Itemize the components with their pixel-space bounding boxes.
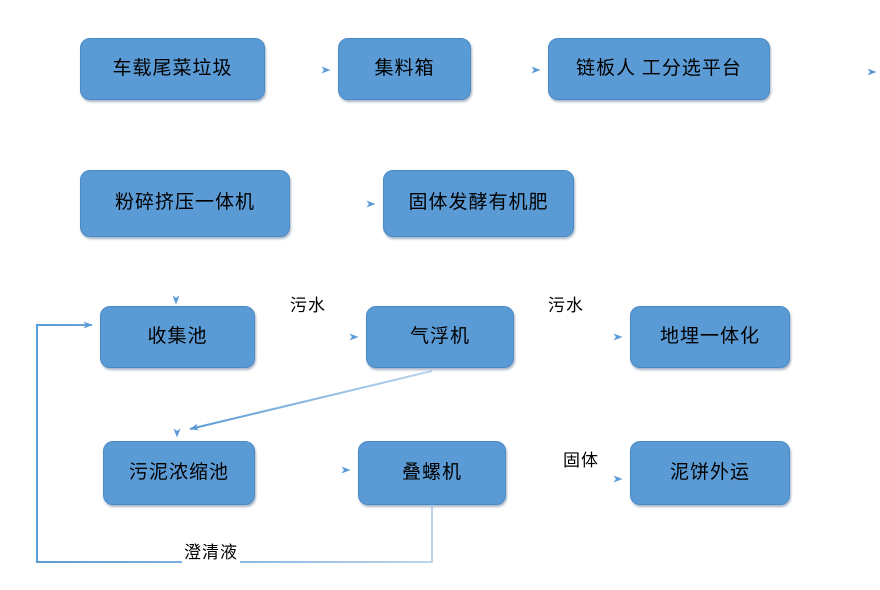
node-label: 固体发酵有机肥 (408, 192, 549, 214)
edge-label-wastewater-1: 污水 (288, 291, 328, 316)
connector-flotation-to-thickener (189, 370, 433, 431)
node-chain-plate-manual-sorting-platform[interactable]: 链板人 工分选平台 (548, 38, 770, 100)
node-air-flotation-machine[interactable]: 气浮机 (366, 306, 514, 368)
node-vehicle-vegetable-waste[interactable]: 车载尾菜垃圾 (80, 38, 265, 100)
node-sludge-thickening-tank[interactable]: 污泥浓缩池 (103, 441, 255, 505)
node-stacked-screw-press[interactable]: 叠螺机 (358, 441, 506, 505)
node-solid-fermentation-organic-fertilizer[interactable]: 固体发酵有机肥 (383, 170, 574, 237)
node-label: 气浮机 (409, 325, 470, 347)
node-label: 污泥浓缩池 (128, 461, 229, 483)
edge-label-clarified-liquid: 澄清液 (182, 538, 240, 563)
node-crushing-extrusion-machine[interactable]: 粉碎挤压一体机 (80, 170, 290, 237)
node-mud-cake-transport[interactable]: 泥饼外运 (630, 441, 790, 505)
edge-label-solid: 固体 (561, 446, 601, 471)
node-collection-bin[interactable]: 集料箱 (338, 38, 471, 100)
node-label: 链板人 工分选平台 (576, 57, 742, 79)
node-label: 泥饼外运 (669, 461, 750, 483)
edge-label-wastewater-2: 污水 (546, 291, 586, 316)
node-buried-integrated-unit[interactable]: 地埋一体化 (630, 306, 790, 368)
node-collection-tank[interactable]: 收集池 (100, 306, 255, 368)
node-label: 集料箱 (374, 57, 435, 79)
node-label: 收集池 (147, 325, 208, 347)
node-label: 叠螺机 (401, 461, 462, 483)
node-label: 车载尾菜垃圾 (112, 57, 233, 79)
node-label: 粉碎挤压一体机 (114, 192, 255, 214)
node-label: 地埋一体化 (659, 325, 760, 347)
